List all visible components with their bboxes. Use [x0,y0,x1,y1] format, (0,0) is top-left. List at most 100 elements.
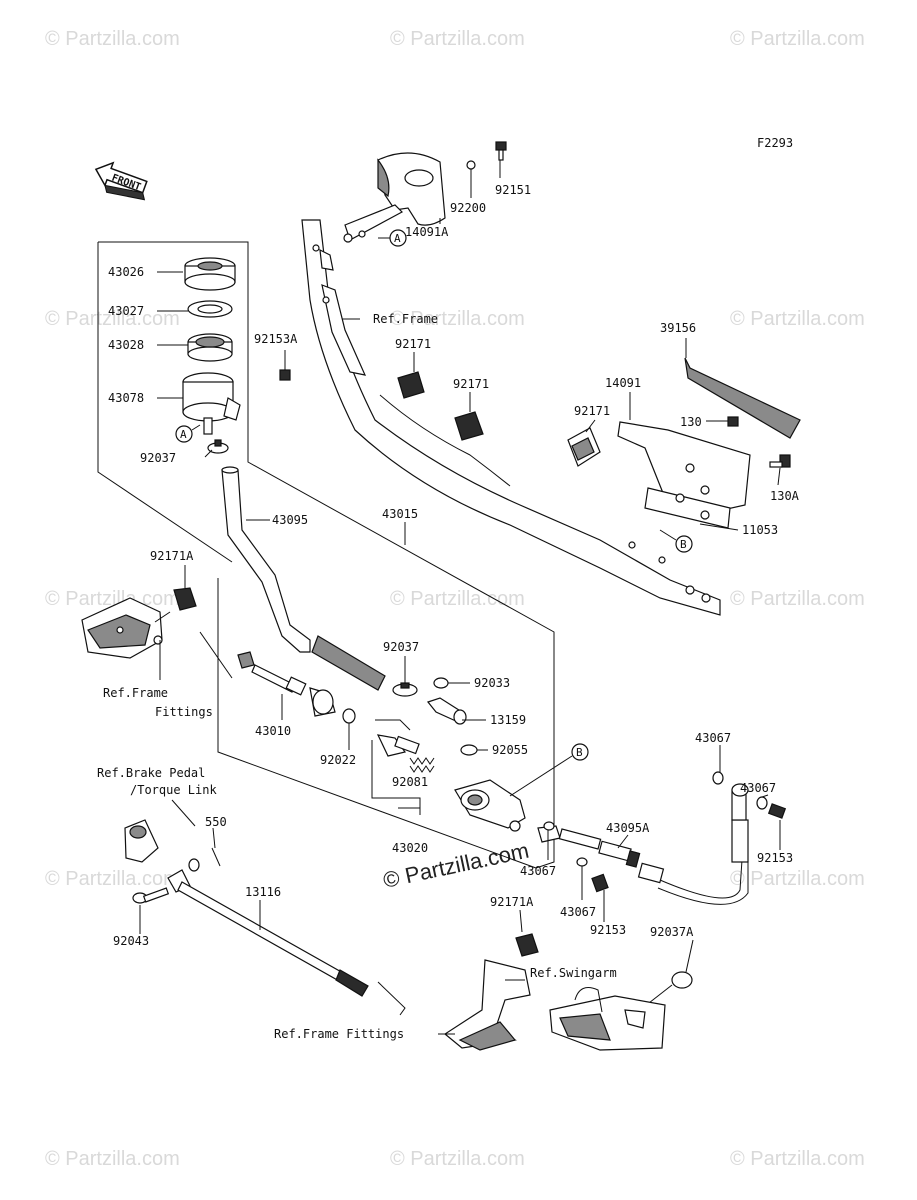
label-39156: 39156 [660,321,696,335]
label-ref-frame: Ref.Frame [373,312,438,326]
label-ref-frame-fittings-2: Fittings [155,705,213,719]
label-92153-b: 92153 [590,923,626,937]
label-43067-c: 43067 [740,781,776,795]
clamp-92171-a-icon [397,371,425,399]
watermark: © Partzilla.com [730,588,865,610]
diaphragm-43028 [187,333,233,362]
label-14091a: 14091A [405,225,449,239]
washer-43067-d-icon [576,857,588,867]
label-92055: 92055 [492,743,528,757]
front-arrow-icon: FRONT [94,161,148,201]
piston-43020 [376,734,420,757]
label-92171-c: 92171 [574,404,610,418]
diagram-code: F2293 [757,136,793,150]
watermarks: © Partzilla.com © Partzilla.com © Partzi… [45,28,865,1170]
label-13159: 13159 [490,713,526,727]
callout-a-top: A [378,229,407,247]
label-550: 550 [205,815,227,829]
label-43078: 43078 [108,391,144,405]
clamp-92171a-left-icon [173,587,197,611]
watermark: © Partzilla.com [730,28,865,50]
watermark: © Partzilla.com [45,588,180,610]
diaphragm-plate-43027 [187,300,233,318]
bolt-92153a-icon [279,369,291,381]
bracket-14091 [617,421,751,529]
label-92171a-bottom: 92171A [490,895,534,909]
label-92081: 92081 [392,775,428,789]
label-92171-a: 92171 [395,337,431,351]
label-92153a: 92153A [254,332,298,346]
leader-lines [139,160,781,1035]
washer-92200-icon [466,160,476,170]
label-92171-b: 92171 [453,377,489,391]
callout-b-right: B [659,529,693,553]
handle-cover-14091a [343,152,446,243]
label-92151: 92151 [495,183,531,197]
o-ring-92055-icon [460,744,478,756]
hose-43095 [221,466,386,691]
swingarm [549,987,666,1051]
label-92037-mid: 92037 [383,640,419,654]
label-130: 130 [680,415,702,429]
plate-39156 [684,357,801,439]
washer-43067-a-icon [543,821,555,831]
pin-550-icon [211,847,221,867]
label-43067-d: 43067 [560,905,596,919]
watermark: © Partzilla.com [390,1148,525,1170]
clamp-92171-b-icon [454,411,484,441]
label-ref-brake-pedal-2: /Torque Link [130,783,217,797]
label-92171a-left: 92171A [150,549,194,563]
label-43095a: 43095A [606,821,650,835]
bolt-92151-icon [495,141,507,161]
frame-tube [301,219,721,616]
watermark: © Partzilla.com [45,28,180,50]
label-43020: 43020 [392,841,428,855]
label-43015: 43015 [382,507,418,521]
frame-fitting-left [81,597,163,659]
clamp-92037-top-icon [207,439,229,454]
label-43095: 43095 [272,513,308,527]
label-ref-swingarm: Ref.Swingarm [530,966,617,980]
label-92200: 92200 [450,201,486,215]
washer-43067-c-icon [756,796,768,810]
clamp-92171-c-icon [567,427,601,467]
part-labels: 92151 92200 14091A 43026 43027 43028 430… [97,183,800,1041]
label-ref-frame-fittings-1: Ref.Frame [103,686,168,700]
spring-92081-icon [409,757,435,773]
washer-43067-b-icon [712,771,724,785]
reservoir-cap-43026 [184,257,236,291]
master-cylinder-body [454,779,526,832]
label-14091: 14091 [605,376,641,390]
clamp-92171a-bottom-icon [515,933,539,957]
push-rod-43010 [237,651,336,717]
watermark: © Partzilla.com [45,868,180,890]
label-43028: 43028 [108,338,144,352]
bolt-92043-icon [132,887,170,904]
bolt-92153-b-icon [591,873,609,893]
watermark: © Partzilla.com [730,868,865,890]
label-43026: 43026 [108,265,144,279]
callout-b-mid: B [509,743,589,797]
label-92037-top: 92037 [140,451,176,465]
label-92037a: 92037A [650,925,694,939]
callout-a-left: A [175,424,201,443]
svg-text:B: B [680,538,687,551]
brake-hose-43095a [537,783,749,905]
rod-13116 [167,869,369,997]
label-43067-b: 43067 [695,731,731,745]
watermark: © Partzilla.com [45,1148,180,1170]
watermark: © Partzilla.com [730,1148,865,1170]
bolt-130-icon [727,416,739,427]
watermark: © Partzilla.com [390,308,525,330]
label-43010: 43010 [255,724,291,738]
svg-text:B: B [576,746,583,759]
label-11053: 11053 [742,523,778,537]
svg-text:A: A [394,232,401,245]
svg-text:A: A [180,428,187,441]
label-ref-frame-fittings-bottom: Ref.Frame Fittings [274,1027,404,1041]
label-43067-a: 43067 [520,864,556,878]
label-92033: 92033 [474,676,510,690]
reservoir-43078 [182,372,241,435]
washer-550-icon [188,858,200,872]
